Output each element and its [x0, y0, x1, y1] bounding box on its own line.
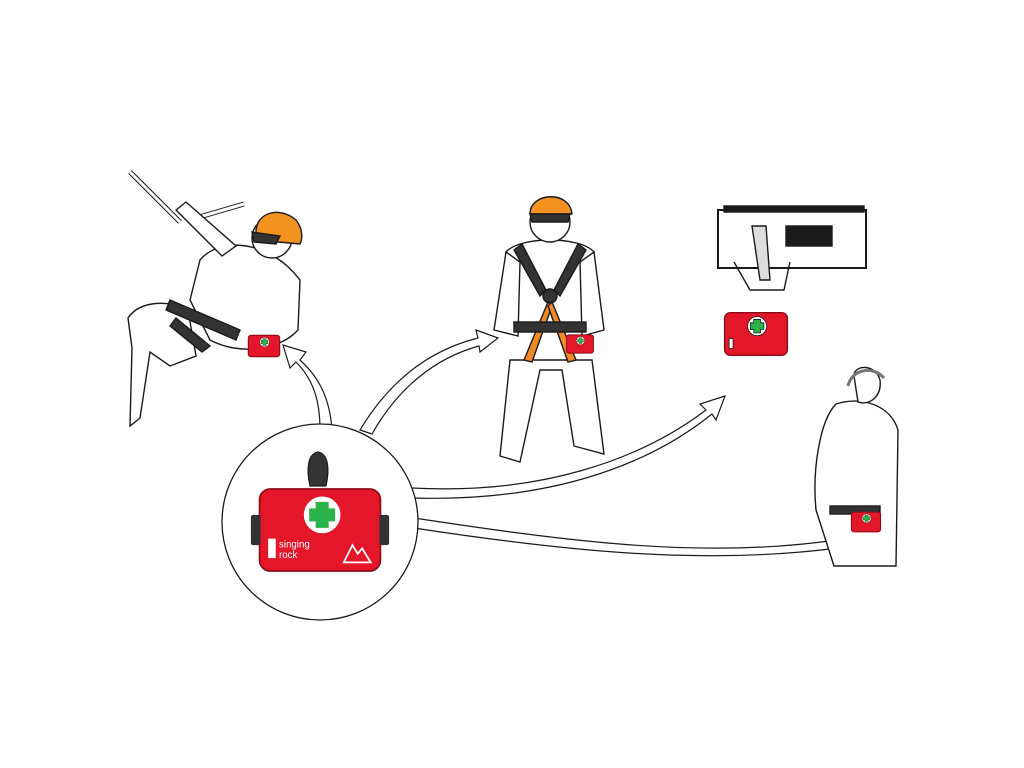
- kit-logo-sub: rock: [279, 550, 298, 561]
- first-aid-kit-large: singing rock: [250, 488, 390, 572]
- scene-rope-access-worker: [127, 170, 303, 428]
- arrow-to-wall-bag: [411, 395, 726, 499]
- scene-belt-worker: [814, 366, 899, 567]
- arrow-to-standing-worker: [359, 329, 500, 435]
- kit-logo-main: singing: [279, 539, 310, 550]
- central-kit-callout: singing rock: [221, 423, 419, 621]
- first-aid-kit-belt: [850, 511, 882, 533]
- arrow-to-rope-worker: [282, 344, 333, 431]
- scene-wall-bag: singing: [717, 205, 867, 356]
- first-aid-kit-hanging: [723, 312, 789, 356]
- usage-arrows: [282, 329, 839, 557]
- scene-standing-worker: [493, 196, 605, 463]
- mountain-logo-icon: [342, 543, 373, 564]
- arrow-to-belt-worker: [413, 517, 839, 557]
- wall-bag-logo: singing: [796, 233, 821, 242]
